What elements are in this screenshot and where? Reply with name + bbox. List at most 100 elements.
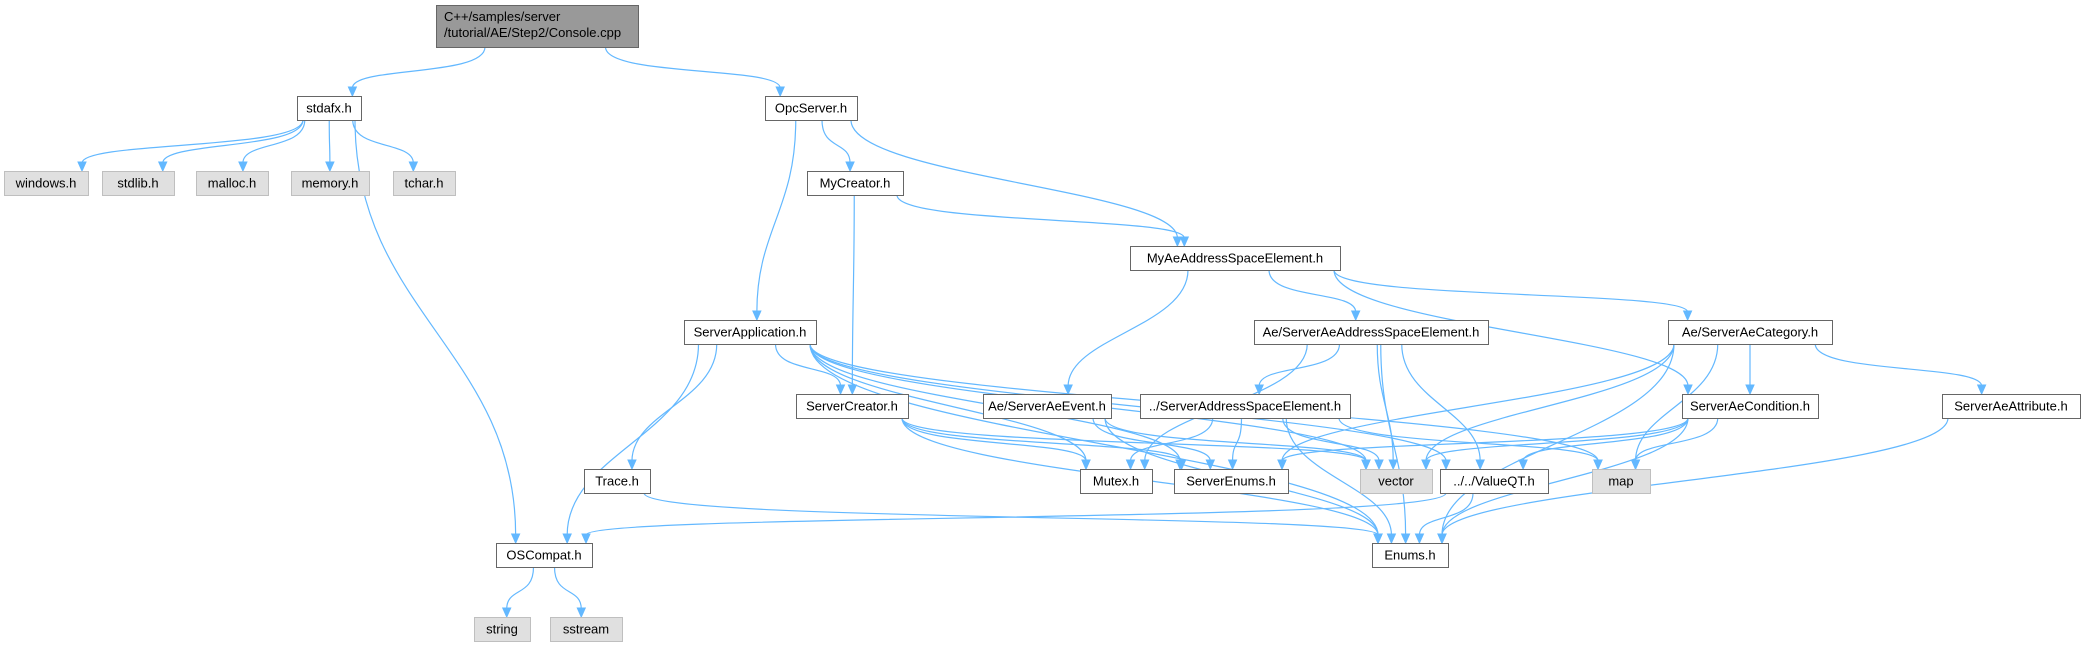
node-oscompat-h[interactable]: OSCompat.h — [496, 543, 593, 568]
edge-valueqt_h-to-enums_h — [1414, 492, 1474, 545]
node-label: Ae/ServerAeCategory.h — [1682, 325, 1818, 340]
node-label: vector — [1378, 474, 1414, 489]
node-label: Enums.h — [1384, 548, 1435, 563]
node-ae-serveraecategory-h[interactable]: Ae/ServerAeCategory.h — [1668, 320, 1833, 345]
edge-console_cpp-to-stdafx_h — [347, 46, 486, 98]
edge-serveraddressspaceelement_h-to-enums_h — [1285, 417, 1397, 545]
edge-ae_serveraeaddressspaceelement_h-to-serveraddressspaceelement_h — [1254, 343, 1341, 396]
edge-mycreator_h-to-servercreator_h — [847, 194, 858, 396]
edge-stdafx_h-to-windows_h — [77, 119, 304, 173]
edge-oscompat_h-to-string — [501, 566, 535, 619]
node-serveraeattribute-h[interactable]: ServerAeAttribute.h — [1942, 394, 2081, 419]
node-label: MyAeAddressSpaceElement.h — [1147, 251, 1323, 266]
edge-myaeaddressspaceelement_h-to-ae_serveraeaddressspaceelement_h — [1268, 269, 1361, 322]
edge-valueqt_h-to-oscompat_h — [581, 492, 1447, 545]
node-box — [1174, 469, 1289, 494]
node-ae-serveraeaddressspaceelement-h[interactable]: Ae/ServerAeAddressSpaceElement.h — [1254, 320, 1489, 345]
edge-myaeaddressspaceelement_h-to-ae_serveraecategory_h — [1333, 269, 1693, 322]
node-trace-h[interactable]: Trace.h — [584, 469, 651, 494]
node-serveraecondition-h[interactable]: ServerAeCondition.h — [1682, 394, 1819, 419]
node-box — [393, 171, 456, 196]
node-box — [584, 469, 651, 494]
node-enums-h[interactable]: Enums.h — [1372, 543, 1449, 568]
node-box — [297, 96, 362, 121]
edge-stdafx_h-to-malloc_h — [238, 119, 306, 173]
node-tchar-h: tchar.h — [393, 171, 456, 196]
node-box — [1668, 320, 1833, 345]
node-opcserver-h[interactable]: OpcServer.h — [765, 96, 858, 121]
node-label-line: C++/samples/server — [444, 9, 561, 24]
node-label: map — [1608, 474, 1633, 489]
node-box — [1360, 469, 1433, 494]
node-windows-h: windows.h — [4, 171, 89, 196]
edge-ae_serveraeaddressspaceelement_h-to-enums_h — [1380, 343, 1411, 545]
node-label: ServerAeCondition.h — [1690, 399, 1810, 414]
node-label: tchar.h — [404, 176, 443, 191]
edge-serveraecondition_h-to-valueqt_h — [1518, 417, 1689, 471]
node-label: Trace.h — [595, 474, 639, 489]
edge-ae_serveraeaddressspaceelement_h-to-vector — [1376, 343, 1398, 471]
node-malloc-h: malloc.h — [196, 171, 269, 196]
node-valueqt-h[interactable]: ../../ValueQT.h — [1440, 469, 1549, 494]
node-stdafx-h[interactable]: stdafx.h — [297, 96, 362, 121]
node-box — [102, 171, 175, 196]
node-label: ServerApplication.h — [694, 325, 807, 340]
node-ae-serveraeevent-h[interactable]: Ae/ServerAeEvent.h — [983, 394, 1112, 419]
node-vector: vector — [1360, 469, 1433, 494]
nodes-layer: C++/samples/server/tutorial/AE/Step2/Con… — [4, 5, 2081, 642]
node-serverenums-h[interactable]: ServerEnums.h — [1174, 469, 1289, 494]
edge-myaeaddressspaceelement_h-to-serveraecondition_h — [1333, 269, 1693, 396]
edge-ae_serveraeevent_h-to-vector — [1104, 417, 1371, 471]
node-label: malloc.h — [208, 176, 256, 191]
edges-layer — [77, 46, 1987, 619]
node-memory-h: memory.h — [291, 171, 370, 196]
edge-ae_serveraeaddressspaceelement_h-to-valueqt_h — [1401, 343, 1485, 471]
node-label: Ae/ServerAeEvent.h — [988, 399, 1106, 414]
node-label: ../ServerAddressSpaceElement.h — [1149, 399, 1341, 414]
node-box — [291, 171, 370, 196]
node-serveraddressspaceelement-h[interactable]: ../ServerAddressSpaceElement.h — [1140, 394, 1351, 419]
edge-console_cpp-to-opcserver_h — [604, 46, 785, 98]
edge-serveraddressspaceelement_h-to-map — [1338, 417, 1603, 471]
node-servercreator-h[interactable]: ServerCreator.h — [796, 394, 909, 419]
edge-serveraecondition_h-to-vector — [1421, 417, 1689, 471]
edge-serverapplication_h-to-oscompat_h — [562, 343, 700, 545]
node-label: stdlib.h — [117, 176, 158, 191]
edge-mycreator_h-to-myaeaddressspaceelement_h — [896, 194, 1190, 248]
node-label: string — [486, 622, 518, 637]
edge-serveraecondition_h-to-serverenums_h — [1277, 417, 1689, 471]
node-box — [983, 394, 1112, 419]
node-label: memory.h — [302, 176, 359, 191]
node-box — [796, 394, 909, 419]
node-box — [1372, 543, 1449, 568]
node-box — [4, 171, 89, 196]
edge-ae_serveraecategory_h-to-serveraeattribute_h — [1814, 343, 1987, 396]
edge-opcserver_h-to-serverapplication_h — [752, 119, 797, 322]
node-label: stdafx.h — [306, 101, 352, 116]
node-box — [436, 5, 639, 48]
edge-ae_serveraeevent_h-to-serverenums_h — [1092, 417, 1216, 471]
node-box — [1254, 320, 1489, 345]
edge-serveraeattribute_h-to-enums_h — [1437, 417, 1949, 545]
node-mutex-h[interactable]: Mutex.h — [1080, 469, 1153, 494]
node-label: ServerEnums.h — [1186, 474, 1276, 489]
node-string: string — [474, 617, 531, 642]
node-console-cpp[interactable]: C++/samples/server/tutorial/AE/Step2/Con… — [436, 5, 639, 48]
node-label: Mutex.h — [1093, 474, 1139, 489]
node-mycreator-h[interactable]: MyCreator.h — [807, 171, 904, 196]
node-box — [1080, 469, 1153, 494]
edge-opcserver_h-to-myaeaddressspaceelement_h — [850, 119, 1183, 248]
node-box — [684, 320, 817, 345]
node-box — [196, 171, 269, 196]
node-myaeaddressspaceelement-h[interactable]: MyAeAddressSpaceElement.h — [1130, 246, 1341, 271]
node-box — [1130, 246, 1341, 271]
node-sstream: sstream — [550, 617, 623, 642]
node-serverapplication-h[interactable]: ServerApplication.h — [684, 320, 817, 345]
node-label: ../../ValueQT.h — [1453, 474, 1534, 489]
node-label: ServerAeAttribute.h — [1954, 399, 2067, 414]
node-box — [1140, 394, 1351, 419]
edge-opcserver_h-to-mycreator_h — [821, 119, 855, 173]
node-label: OSCompat.h — [506, 548, 581, 563]
edge-stdafx_h-to-memory_h — [325, 119, 335, 173]
